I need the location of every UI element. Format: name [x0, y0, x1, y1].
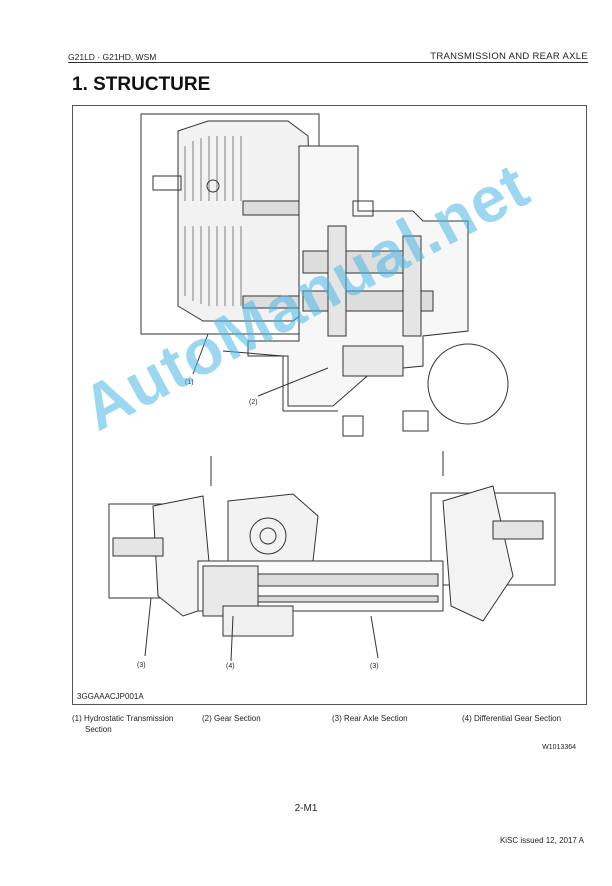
leader-3a	[144, 597, 152, 657]
legend-num: (2)	[202, 714, 212, 723]
structure-figure: (1) (2) (3) (4) (3) 3GGAAACJP001A	[72, 105, 587, 705]
callout-1: (1)	[185, 379, 194, 386]
legend-text: Gear Section	[214, 714, 261, 723]
page-title: 1. STRUCTURE	[72, 74, 211, 95]
structure-drawing: (1) (2) (3) (4) (3)	[108, 113, 556, 670]
gear-housing	[247, 145, 469, 407]
page-number: 2-M1	[294, 803, 318, 814]
legend-num: (4)	[462, 714, 472, 723]
legend-text: Hydrostatic Transmission	[84, 714, 174, 723]
footer-issue: KiSC issued 12, 2017 A	[499, 836, 584, 845]
legend-text-cont: Section	[85, 725, 112, 734]
header-section: TRANSMISSION AND REAR AXLE	[430, 51, 588, 62]
legend-item-3: (3) Rear Axle Section	[332, 714, 408, 723]
callout-3-right: (3)	[370, 663, 379, 670]
legend-text: Differential Gear Section	[474, 714, 562, 723]
legend-item-4: (4) Differential Gear Section	[462, 714, 561, 723]
callout-3-left: (3)	[137, 662, 146, 669]
figure-code: 3GGAAACJP001A	[77, 692, 144, 701]
header-divider	[68, 62, 588, 63]
document-id: W1013364	[542, 744, 576, 751]
leader-3b	[370, 615, 379, 659]
callout-2: (2)	[249, 399, 258, 406]
leader-1	[192, 333, 209, 375]
hst-housing	[177, 120, 314, 322]
legend-item-2: (2) Gear Section	[202, 714, 261, 723]
legend-num: (3)	[332, 714, 342, 723]
ring-gear-outline	[427, 343, 509, 425]
legend-item-1: (1) Hydrostatic Transmission Section	[72, 714, 173, 734]
hst-shaft-end	[152, 175, 182, 191]
hst-bolt	[206, 179, 220, 193]
leader-2	[257, 367, 329, 397]
header-model: G21LD · G21HD, WSM	[68, 52, 157, 62]
legend-text: Rear Axle Section	[344, 714, 408, 723]
right-hub	[442, 485, 514, 622]
callout-4: (4)	[226, 663, 235, 670]
leader-4	[230, 615, 234, 662]
legend-num: (1)	[72, 714, 82, 723]
gear-shaft-1	[302, 250, 414, 274]
